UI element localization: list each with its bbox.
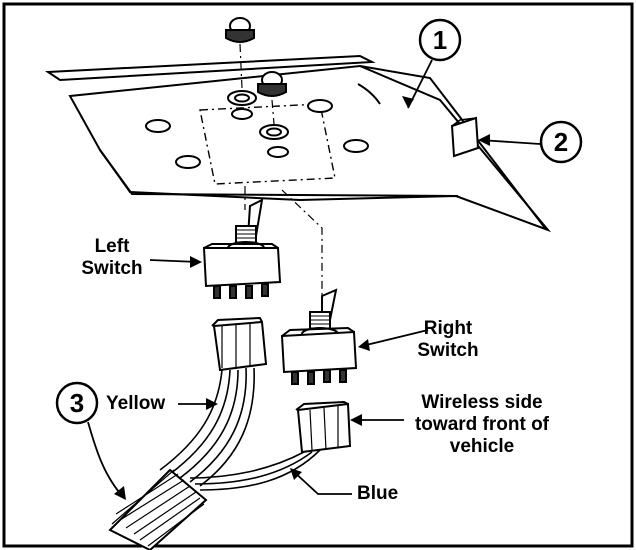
callout-1: 1 [418, 18, 462, 62]
yellow-wire-label: Yellow [106, 393, 166, 414]
spacer-block [450, 116, 480, 158]
left-toggle-switch [202, 198, 282, 299]
left-switch-label-line2: Switch [81, 258, 143, 279]
wireless-note-line3: vehicle [449, 436, 515, 457]
callout-3: 3 [55, 381, 99, 425]
wireless-note-line2: toward front of [414, 414, 550, 435]
switch-boot-right [257, 71, 287, 97]
callout-2-number: 2 [554, 127, 568, 157]
callout-1-number: 1 [433, 25, 447, 55]
plate-holes [145, 99, 369, 169]
wire-conduit [108, 468, 208, 550]
callout-3-number: 3 [70, 388, 84, 418]
mounting-plate [44, 54, 552, 233]
left-switch-label: Left Switch [70, 236, 154, 280]
wireless-note-line1: Wireless side [421, 392, 543, 413]
alignment-lines [239, 43, 323, 296]
right-switch-label-line2: Switch [417, 340, 479, 361]
blue-connector [295, 400, 352, 454]
callout-2: 2 [539, 120, 583, 164]
right-switch-label: Right Switch [400, 318, 496, 362]
switch-boot-left [225, 17, 255, 43]
right-switch-label-line1: Right [423, 318, 473, 339]
wireless-side-note: Wireless side toward front of vehicle [392, 392, 572, 458]
right-toggle-switch [280, 288, 358, 385]
left-switch-label-line1: Left [94, 236, 130, 257]
blue-wire-label: Blue [357, 483, 399, 504]
yellow-connector [211, 316, 268, 372]
wire-bundle [159, 367, 321, 491]
leader-arrowheads [114, 96, 490, 500]
hex-nuts [227, 90, 289, 140]
